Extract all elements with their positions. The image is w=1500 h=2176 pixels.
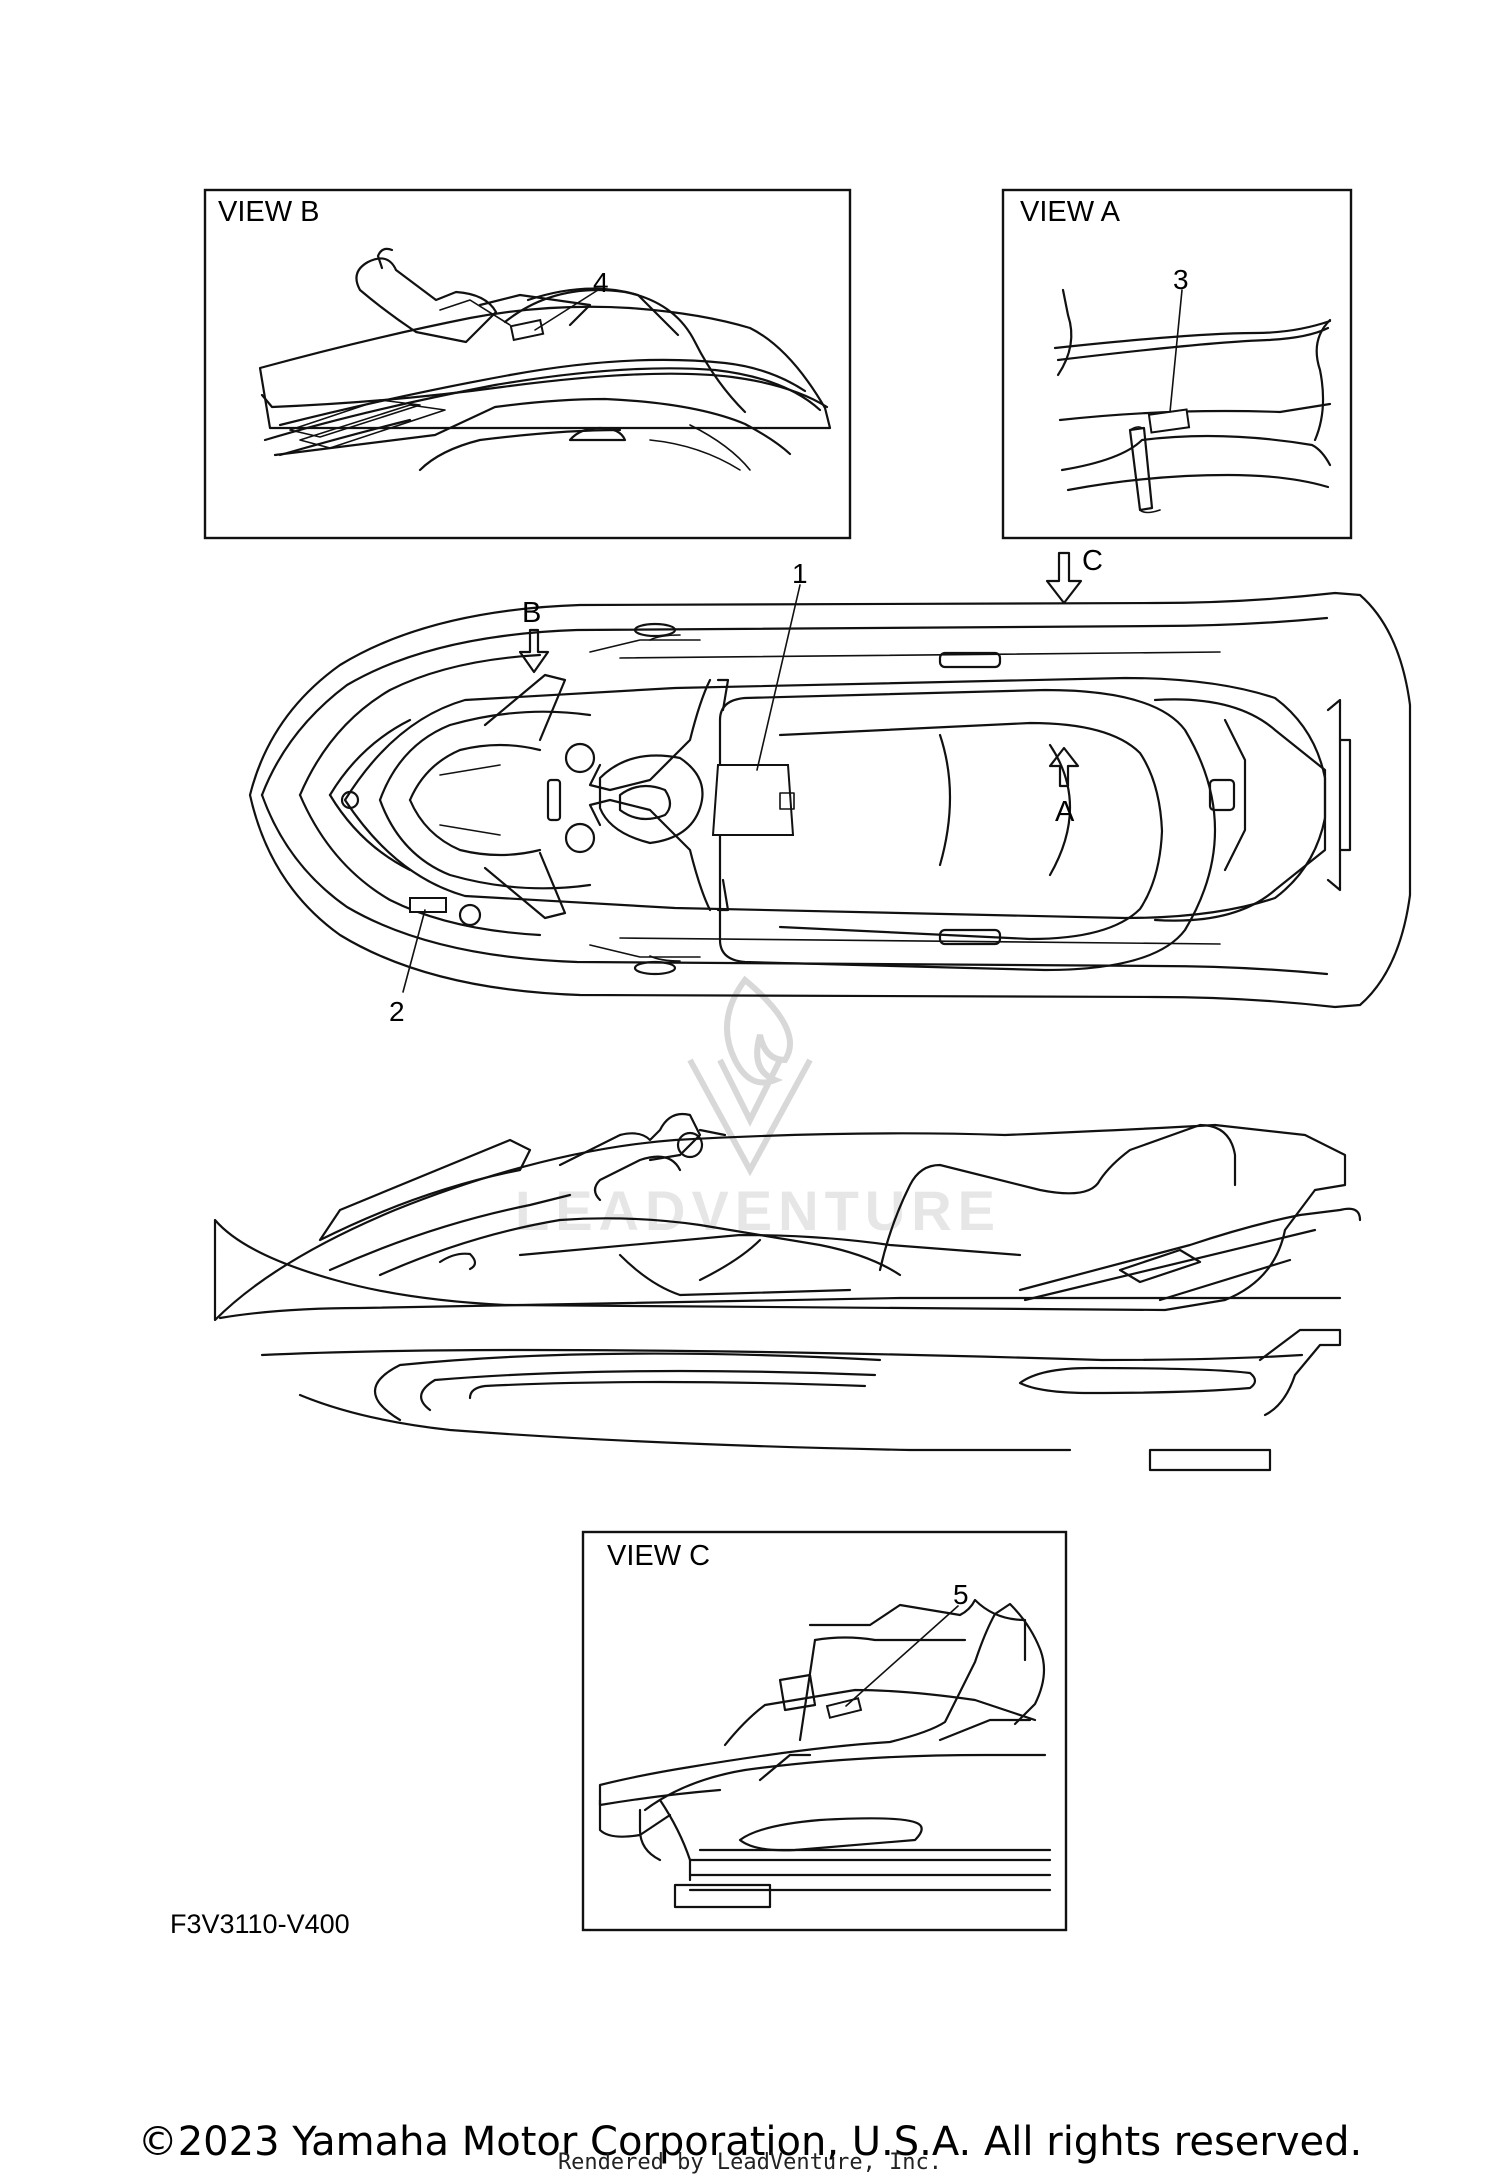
view-c-panel: VIEW C 5 bbox=[581, 1530, 1068, 1932]
decal-2 bbox=[409, 897, 447, 913]
decal-1 bbox=[711, 764, 795, 836]
callout-2: 2 bbox=[389, 996, 405, 1027]
watermark-text: LEADVENTURE bbox=[515, 1179, 1001, 1242]
part-code-label: F3V3110-V400 bbox=[170, 1909, 350, 1939]
view-a-drawing bbox=[1053, 288, 1332, 514]
view-arrow-c-label: C bbox=[1082, 545, 1103, 577]
decal-5 bbox=[825, 1697, 863, 1719]
rendered-by-credit: Rendered by LeadVenture, Inc. bbox=[557, 2150, 943, 2175]
view-a-panel: VIEW A 3 bbox=[1001, 188, 1353, 540]
view-arrow-c: C bbox=[1045, 545, 1103, 605]
view-b-panel: VIEW B 4 bbox=[203, 188, 852, 540]
view-a-title: VIEW A bbox=[1020, 196, 1121, 228]
callout-4: 4 bbox=[593, 267, 609, 298]
top-view-drawing bbox=[248, 591, 1412, 1009]
callout-1: 1 bbox=[792, 558, 808, 589]
decal-4 bbox=[509, 318, 545, 342]
view-arrow-a-label: A bbox=[1055, 796, 1075, 828]
view-b-title: VIEW B bbox=[218, 196, 320, 228]
view-c-title: VIEW C bbox=[607, 1540, 710, 1572]
view-arrow-b: B bbox=[518, 597, 550, 674]
view-arrow-a: A bbox=[1048, 746, 1080, 828]
leadventure-watermark: LEADVENTURE bbox=[515, 975, 1001, 1242]
callout-5: 5 bbox=[953, 1579, 969, 1610]
decal-3 bbox=[1147, 408, 1191, 434]
view-arrow-b-label: B bbox=[522, 597, 541, 629]
view-c-drawing bbox=[598, 1598, 1052, 1909]
view-b-drawing bbox=[258, 247, 832, 472]
copyright-notice: ©2023 Yamaha Motor Corporation, U.S.A. A… bbox=[137, 2119, 1363, 2165]
callout-3: 3 bbox=[1173, 264, 1189, 295]
side-view-drawing bbox=[213, 1112, 1362, 1472]
